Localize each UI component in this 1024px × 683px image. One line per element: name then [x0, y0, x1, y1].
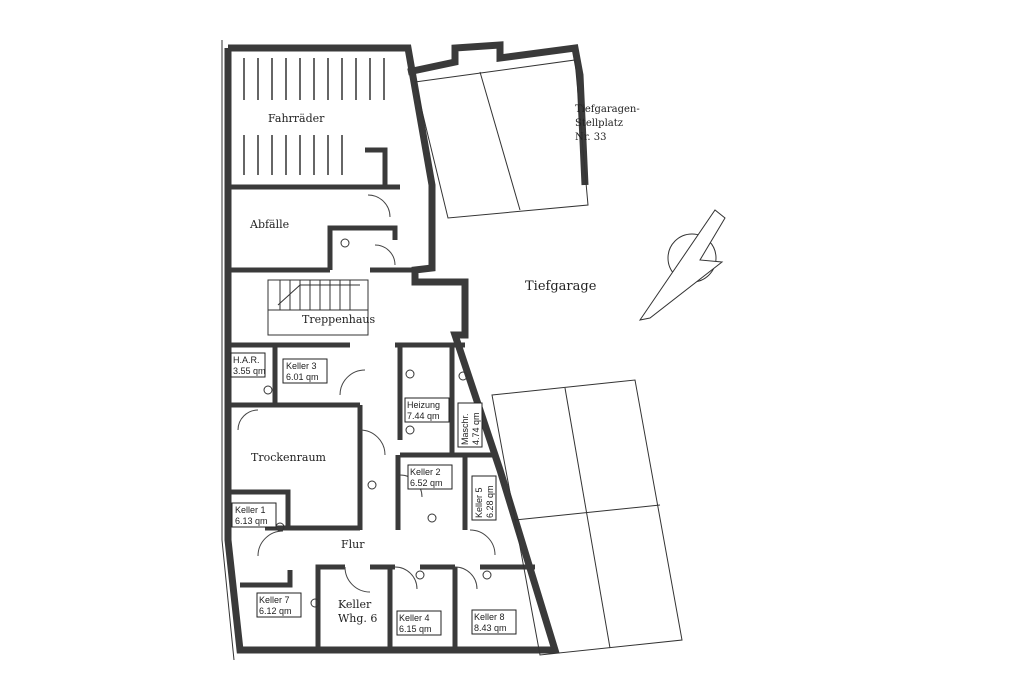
room-label-fahrraeder: Fahrräder [268, 112, 325, 125]
area-label-tiefgarage: Tiefgarage [525, 279, 597, 294]
storage-label-keller-7: Keller 7 6.12 qm [256, 592, 302, 618]
parking-label-3: Nr. 33 [575, 132, 607, 143]
light-fixture-icons [263, 238, 492, 608]
svg-text:H.A.R.: H.A.R. [233, 355, 260, 365]
svg-text:6.28 qm: 6.28 qm [485, 485, 495, 518]
svg-text:8.43 qm: 8.43 qm [474, 623, 507, 633]
room-label-keller-whg6: Keller [338, 598, 372, 611]
svg-text:Keller 2: Keller 2 [410, 467, 441, 477]
storage-label-keller-1: Keller 1 6.13 qm [231, 502, 277, 528]
svg-text:Keller 1: Keller 1 [235, 505, 266, 515]
svg-text:7.44 qm: 7.44 qm [407, 411, 440, 421]
svg-text:Keller 7: Keller 7 [259, 595, 290, 605]
svg-text:6.12 qm: 6.12 qm [259, 606, 292, 616]
storage-label-heizung: Heizung 7.44 qm [404, 397, 450, 423]
svg-text:6.52 qm: 6.52 qm [410, 478, 443, 488]
bike-racks [243, 58, 385, 175]
parking-label-1: Tiefgaragen- [575, 104, 640, 115]
svg-text:Keller 4: Keller 4 [399, 613, 430, 623]
storage-label-keller-8: Keller 8 8.43 qm [471, 609, 517, 635]
north-arrow-icon [638, 209, 726, 321]
svg-text:4.74 qm: 4.74 qm [471, 412, 481, 445]
svg-text:3.55 qm: 3.55 qm [233, 366, 266, 376]
svg-text:Keller 3: Keller 3 [286, 361, 317, 371]
door-swings [237, 194, 496, 593]
svg-text:6.15 qm: 6.15 qm [399, 624, 432, 634]
svg-text:Heizung: Heizung [407, 400, 440, 410]
svg-text:Keller 8: Keller 8 [474, 612, 505, 622]
storage-label-keller-2: Keller 2 6.52 qm [407, 464, 453, 490]
svg-text:Maschr.: Maschr. [460, 413, 470, 445]
staircase [267, 279, 369, 336]
svg-text:6.13 qm: 6.13 qm [235, 516, 268, 526]
svg-text:Keller 5: Keller 5 [474, 487, 484, 518]
storage-label-keller-3: Keller 3 6.01 qm [282, 358, 328, 384]
svg-text:6.01 qm: 6.01 qm [286, 372, 319, 382]
room-label-flur: Flur [341, 538, 365, 551]
storage-label-maschr: Maschr. 4.74 qm [457, 402, 483, 448]
room-label-keller-whg6-unit: Whg. 6 [338, 612, 377, 625]
interior-walls [228, 147, 535, 650]
room-label-abfaelle: Abfälle [249, 218, 289, 231]
storage-label-keller-4: Keller 4 6.15 qm [396, 610, 442, 636]
parking-label-2: Stellplatz [575, 118, 623, 129]
storage-label-keller-5: Keller 5 6.28 qm [471, 475, 497, 521]
room-label-treppenhaus: Treppenhaus [302, 313, 376, 326]
room-label-trockenraum: Trockenraum [251, 451, 327, 464]
garage-parking-spots-lower [491, 379, 683, 656]
storage-label-har: H.A.R. 3.55 qm [230, 352, 266, 378]
garage-parking-spot-33 [407, 41, 589, 219]
